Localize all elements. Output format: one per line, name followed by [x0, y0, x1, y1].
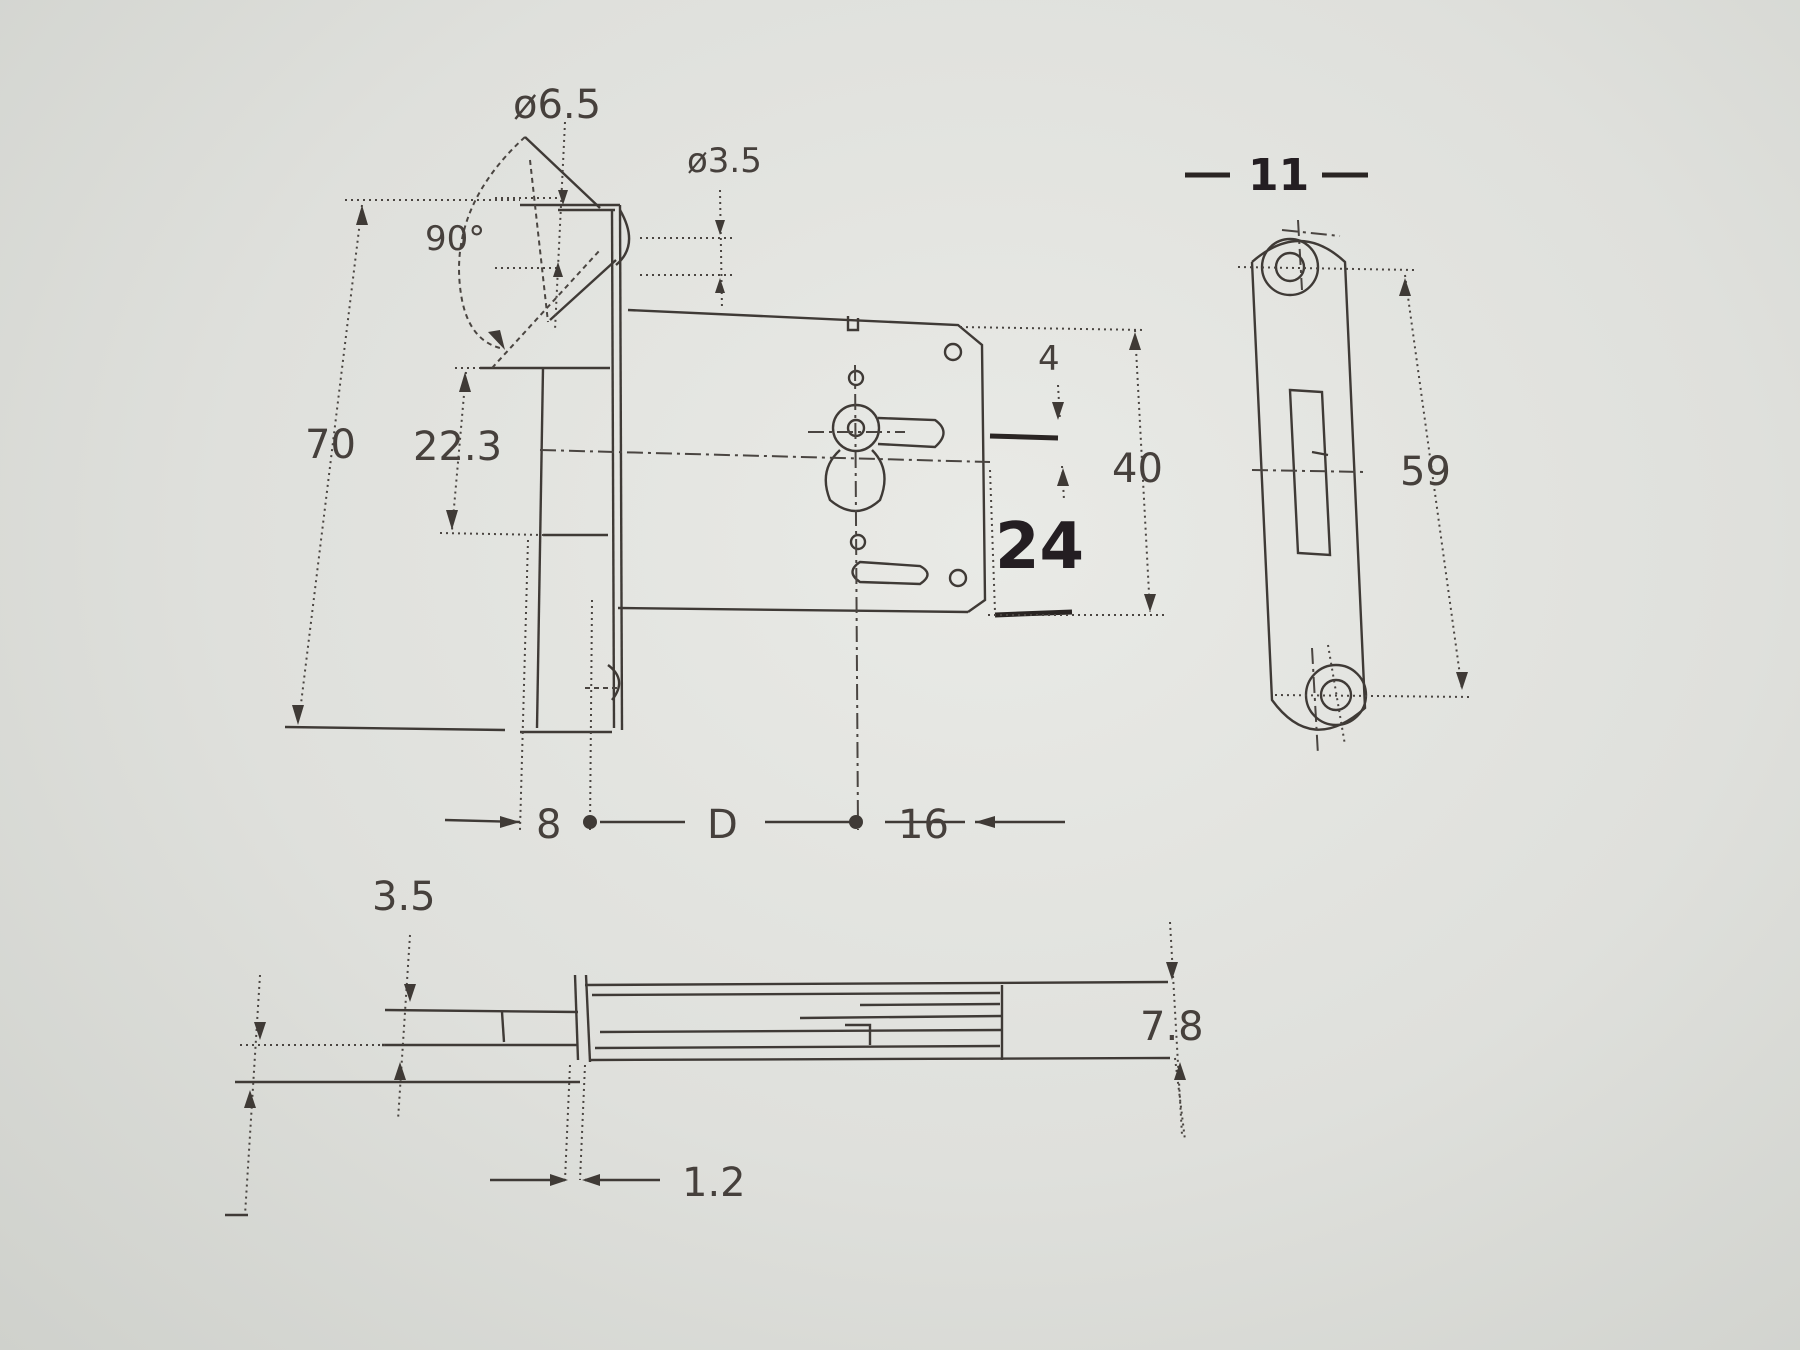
dim-strike-59: 59 [1400, 449, 1451, 495]
dim-backset-16: 16 [898, 802, 949, 848]
dim-height-40: 40 [1112, 446, 1163, 492]
dim-backset-8: 8 [536, 802, 561, 848]
dim-dia-6-5: ø6.5 [513, 82, 601, 128]
front-view-dimensions: ø6.5 ø3.5 90° 70 22.3 4 2 [284, 82, 1168, 848]
dim-handwritten-11: 11 [1248, 150, 1309, 201]
dim-height-70: 70 [305, 422, 356, 468]
dim-thk-3-5: 3.5 [372, 874, 436, 920]
lock-case-front-view [539, 308, 991, 831]
strike-plate-side-view: 11 59 [1185, 150, 1473, 756]
lock-top-view: 3.5 7.8 1.2 [225, 874, 1204, 1217]
dim-thk-7-8: 7.8 [1140, 1004, 1204, 1050]
dim-offset-22-3: 22.3 [413, 424, 502, 470]
faceplate-front-view [458, 136, 631, 734]
dim-handwritten-24: 24 [995, 510, 1084, 584]
dim-thk-1-2: 1.2 [682, 1160, 746, 1206]
dim-angle-90: 90° [425, 219, 485, 259]
dim-backset-D: D [707, 802, 738, 848]
dim-gap-4: 4 [1038, 339, 1060, 379]
dim-dia-3-5: ø3.5 [687, 141, 762, 181]
